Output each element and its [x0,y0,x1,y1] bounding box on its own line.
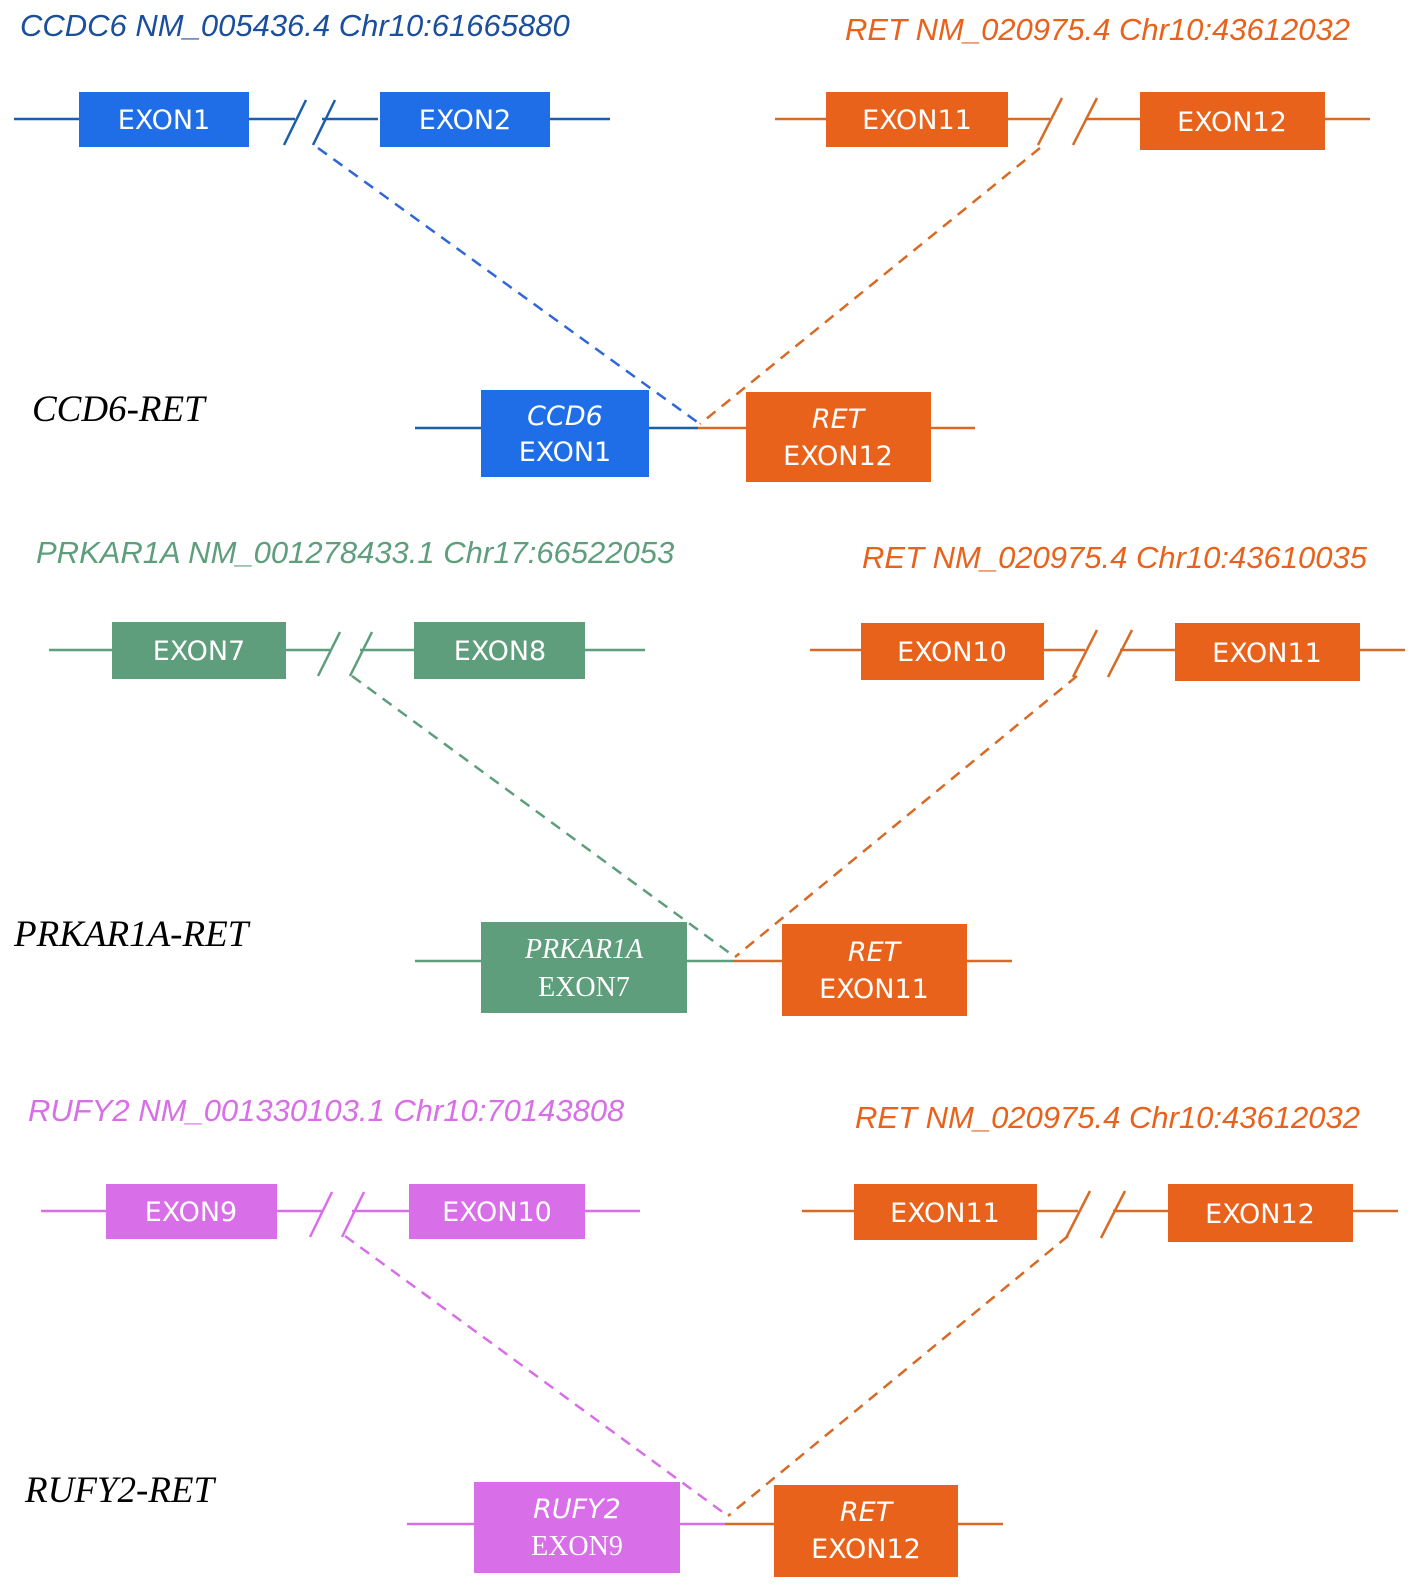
break-mark [316,631,342,677]
partner-transcript [49,631,645,677]
exon-box [1175,623,1360,681]
exon-box [409,1184,585,1239]
fused-gene-label: RET [812,404,867,435]
exon-box [79,92,249,147]
exon-box [854,1184,1037,1240]
fused-exon-box [746,392,931,482]
exon-label: EXON10 [897,637,1007,668]
ret-header: RET NM_020975.4 Chr10:43612032 [845,12,1350,47]
fused-gene-label: RET [848,937,903,968]
exon-label: EXON12 [1177,107,1287,138]
junction-line [734,675,1078,958]
exon-label: EXON2 [419,105,511,136]
exon-box [380,92,550,147]
exon-label: EXON12 [1205,1199,1315,1230]
junction-line [699,147,1041,425]
junction-line [317,146,701,426]
exon-label: EXON9 [145,1197,237,1228]
fused-exon-label: EXON12 [811,1534,921,1565]
exon-box [112,622,286,679]
fusion-label: CCD6-RET [32,389,207,430]
exon-box [861,623,1044,680]
ret-header: RET NM_020975.4 Chr10:43610035 [862,540,1368,575]
fused-gene-label: RET [840,1497,895,1528]
partner-header: RUFY2 NM_001330103.1 Chr10:70143808 [28,1093,625,1128]
exon-label: EXON11 [862,105,972,136]
fused-exon-box [474,1482,680,1573]
ret-header: RET NM_020975.4 Chr10:43612032 [855,1100,1360,1135]
break-mark [282,99,308,146]
break-mark [311,99,337,146]
break-mark [1036,97,1064,146]
partner-header: PRKAR1A NM_001278433.1 Chr17:66522053 [36,535,674,570]
partner-transcript [41,1191,640,1238]
ret-transcript [810,629,1405,678]
panel-prkar1a-ret: PRKAR1A NM_001278433.1 Chr17:66522053 RE… [13,535,1405,1016]
junction-line [344,1234,729,1518]
exon-box [1140,92,1325,150]
partner-header: CCDC6 NM_005436.4 Chr10:61665880 [20,8,570,43]
panel-ccdc6-ret: CCDC6 NM_005436.4 Chr10:61665880 RET NM_… [14,8,1370,482]
fused-exon-box [774,1485,958,1577]
break-mark [348,631,374,677]
fused-gene-label: RUFY2 [533,1494,621,1525]
exon-box [1168,1184,1353,1242]
break-mark [308,1191,334,1238]
fused-exon-label: EXON7 [538,972,630,1003]
partner-transcript [14,99,610,146]
fused-exon-box [782,924,967,1016]
exon-label: EXON7 [153,636,245,667]
fused-exon-label: EXON1 [519,437,611,468]
exon-box [106,1184,277,1239]
exon-label: EXON8 [454,636,546,667]
panel-rufy2-ret: RUFY2 NM_001330103.1 Chr10:70143808 RET … [24,1093,1398,1577]
break-mark [1106,629,1134,678]
exon-label: EXON10 [442,1197,552,1228]
fusion-label: RUFY2-RET [24,1470,217,1511]
break-mark [1064,1190,1092,1239]
fused-exon-label: EXON9 [531,1531,623,1562]
break-mark [1071,629,1099,678]
fused-exon-label: EXON11 [819,974,929,1005]
exon-box [826,92,1008,147]
break-mark [1071,97,1099,146]
ret-transcript [802,1190,1398,1239]
exon-box [414,622,585,679]
exon-label: EXON11 [890,1198,1000,1229]
exon-label: EXON11 [1212,638,1322,669]
junction-line [351,674,736,959]
break-mark [1099,1190,1127,1239]
fused-gene-label: CCD6 [527,401,603,432]
fused-gene-label: PRKAR1A [524,934,644,965]
junction-line [727,1235,1069,1517]
exon-label: EXON1 [118,105,210,136]
fused-exon-box [481,922,687,1013]
fusion-label: PRKAR1A-RET [13,914,251,955]
ret-transcript [775,97,1370,146]
fused-exon-box [481,390,649,477]
fused-exon-label: EXON12 [783,441,893,472]
break-mark [340,1191,366,1238]
